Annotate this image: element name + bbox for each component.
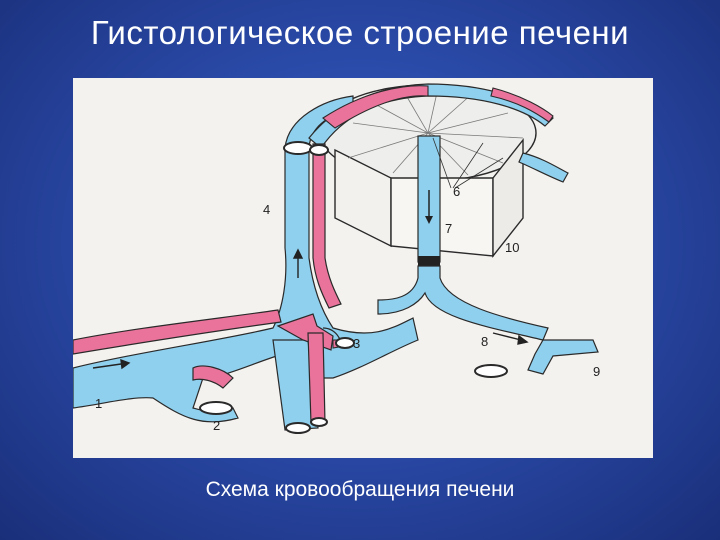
label-7: 7 [445,221,452,236]
label-4: 4 [263,202,270,217]
label-2: 2 [213,418,220,433]
figure-caption: Схема кровообращения печени [205,478,515,501]
leader-lines [432,137,504,189]
central-vein [377,135,599,378]
label-3: 3 [353,336,360,351]
label-10: 10 [505,240,519,255]
liver-circulation-diagram: 1 2 3 4 6 7 8 9 10 [73,83,600,434]
flow-arrows [92,248,529,370]
hepatic-artery [73,85,554,427]
label-9: 9 [593,364,600,379]
hepatic-lobule [319,84,537,259]
liver-circulation-figure: 1 2 3 4 6 7 8 9 10 [73,78,653,458]
slide-title: Гистологическое строение печени [90,14,630,51]
label-1: 1 [95,396,102,411]
label-6: 6 [453,184,460,199]
label-8: 8 [481,334,488,349]
